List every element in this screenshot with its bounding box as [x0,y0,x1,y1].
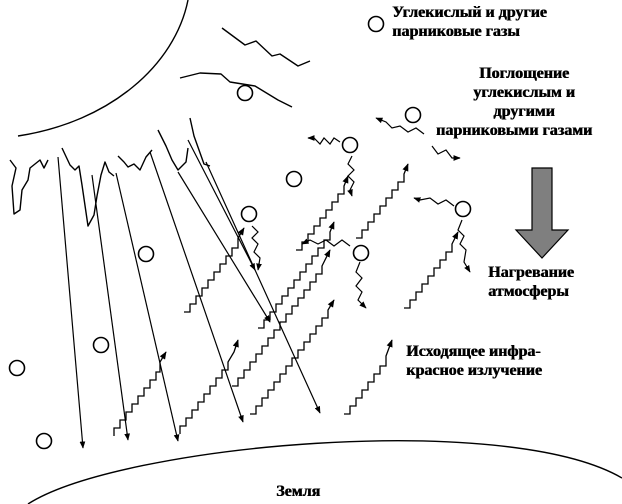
sun-icon [9,0,311,227]
incoming-solar-rays [57,139,321,449]
label-absorption: Поглощение углекислым и другими парников… [435,65,593,139]
gas-molecule-icon [352,244,370,262]
gas-molecule-icon [341,136,359,154]
down-arrow-icon [514,167,570,259]
gas-molecule-icon [137,245,155,263]
gas-molecules [8,15,472,450]
outgoing-ir-rays [113,163,459,436]
label-outgoing-ir: Исходящее инфра- красное излучение [406,343,542,379]
gas-molecule-icon [367,15,385,33]
gas-molecule-icon [240,205,258,223]
gas-molecule-icon [404,106,422,124]
label-earth: Земля [276,483,321,500]
label-greenhouse-gases: Углекислый и другие парниковые газы [392,4,547,40]
gas-molecule-icon [8,359,26,377]
earth-surface [27,440,622,504]
gas-molecule-icon [92,336,110,354]
label-atmosphere-heating: Нагревание атмосферы [488,264,574,300]
gas-molecule-icon [285,170,303,188]
gas-molecule-icon [454,200,472,218]
reemitted-rays [251,117,471,309]
gas-molecule-icon [35,432,53,450]
gas-molecule-icon [236,84,254,102]
